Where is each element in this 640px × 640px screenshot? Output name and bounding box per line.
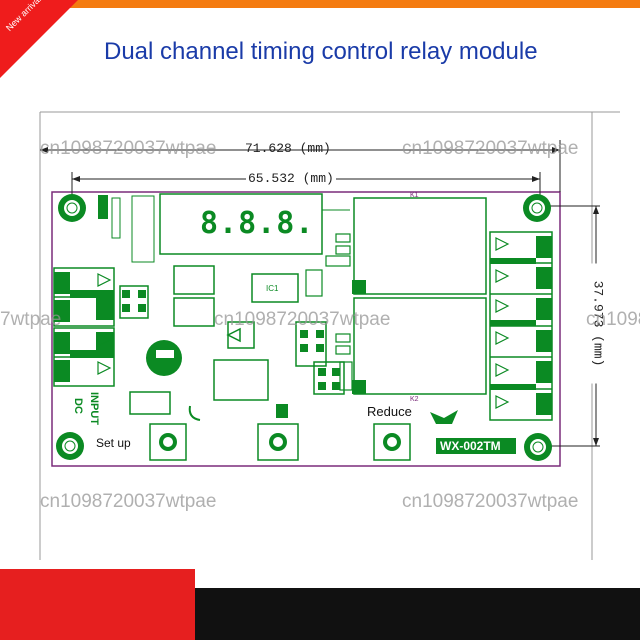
dc-label: DC — [72, 398, 84, 414]
setup-button-label: Set up — [96, 436, 131, 450]
pcb-outline — [51, 191, 561, 467]
in-marker — [98, 195, 108, 219]
model-plate — [436, 438, 516, 454]
top-border — [0, 0, 640, 8]
relays — [353, 197, 487, 395]
watermark-bottom-left: cn1098720037wtpae — [40, 491, 217, 512]
inner-width-label: 65.532 (mm) — [246, 171, 336, 186]
outer-width-label: 71.628 (mm) — [245, 141, 331, 156]
tactile-buttons — [149, 423, 411, 461]
dimension-arrows — [40, 147, 599, 446]
display-outline — [159, 193, 323, 255]
k1-label: K1 — [410, 192, 419, 199]
input-label: INPUT — [88, 392, 100, 425]
in-label: IN — [86, 196, 96, 205]
product-title: Dual channel timing control relay module — [104, 38, 538, 65]
right-terminal-pads — [490, 236, 552, 415]
watermark-top-right: cn1098720037wtpae — [402, 138, 579, 159]
components-left — [119, 265, 345, 415]
mounting-holes — [56, 194, 552, 461]
bottom-divider — [0, 566, 640, 569]
k2-label: K2 — [410, 396, 419, 403]
left-terminal-pads — [54, 272, 114, 382]
ic1-label: IC1 — [266, 284, 279, 293]
new-arrivals-badge — [0, 0, 78, 78]
reduce-button-label: Reduce — [367, 404, 412, 419]
bottom-red-block — [0, 568, 195, 640]
bottom-black-block — [195, 588, 640, 640]
watermark-mid-left: 7wtpae — [0, 309, 62, 330]
display-digits: 8.8.8. — [200, 206, 315, 241]
model-label: WX-002TM — [440, 439, 501, 453]
watermark-top-left: cn1098720037wtpae — [40, 138, 217, 159]
watermark-mid-center: cn1098720037wtpae — [214, 309, 391, 330]
watermark-bottom-right: cn1098720037wtpae — [402, 491, 579, 512]
watermark-mid-right: cn1098 — [586, 309, 640, 330]
brand-logo — [430, 410, 458, 424]
